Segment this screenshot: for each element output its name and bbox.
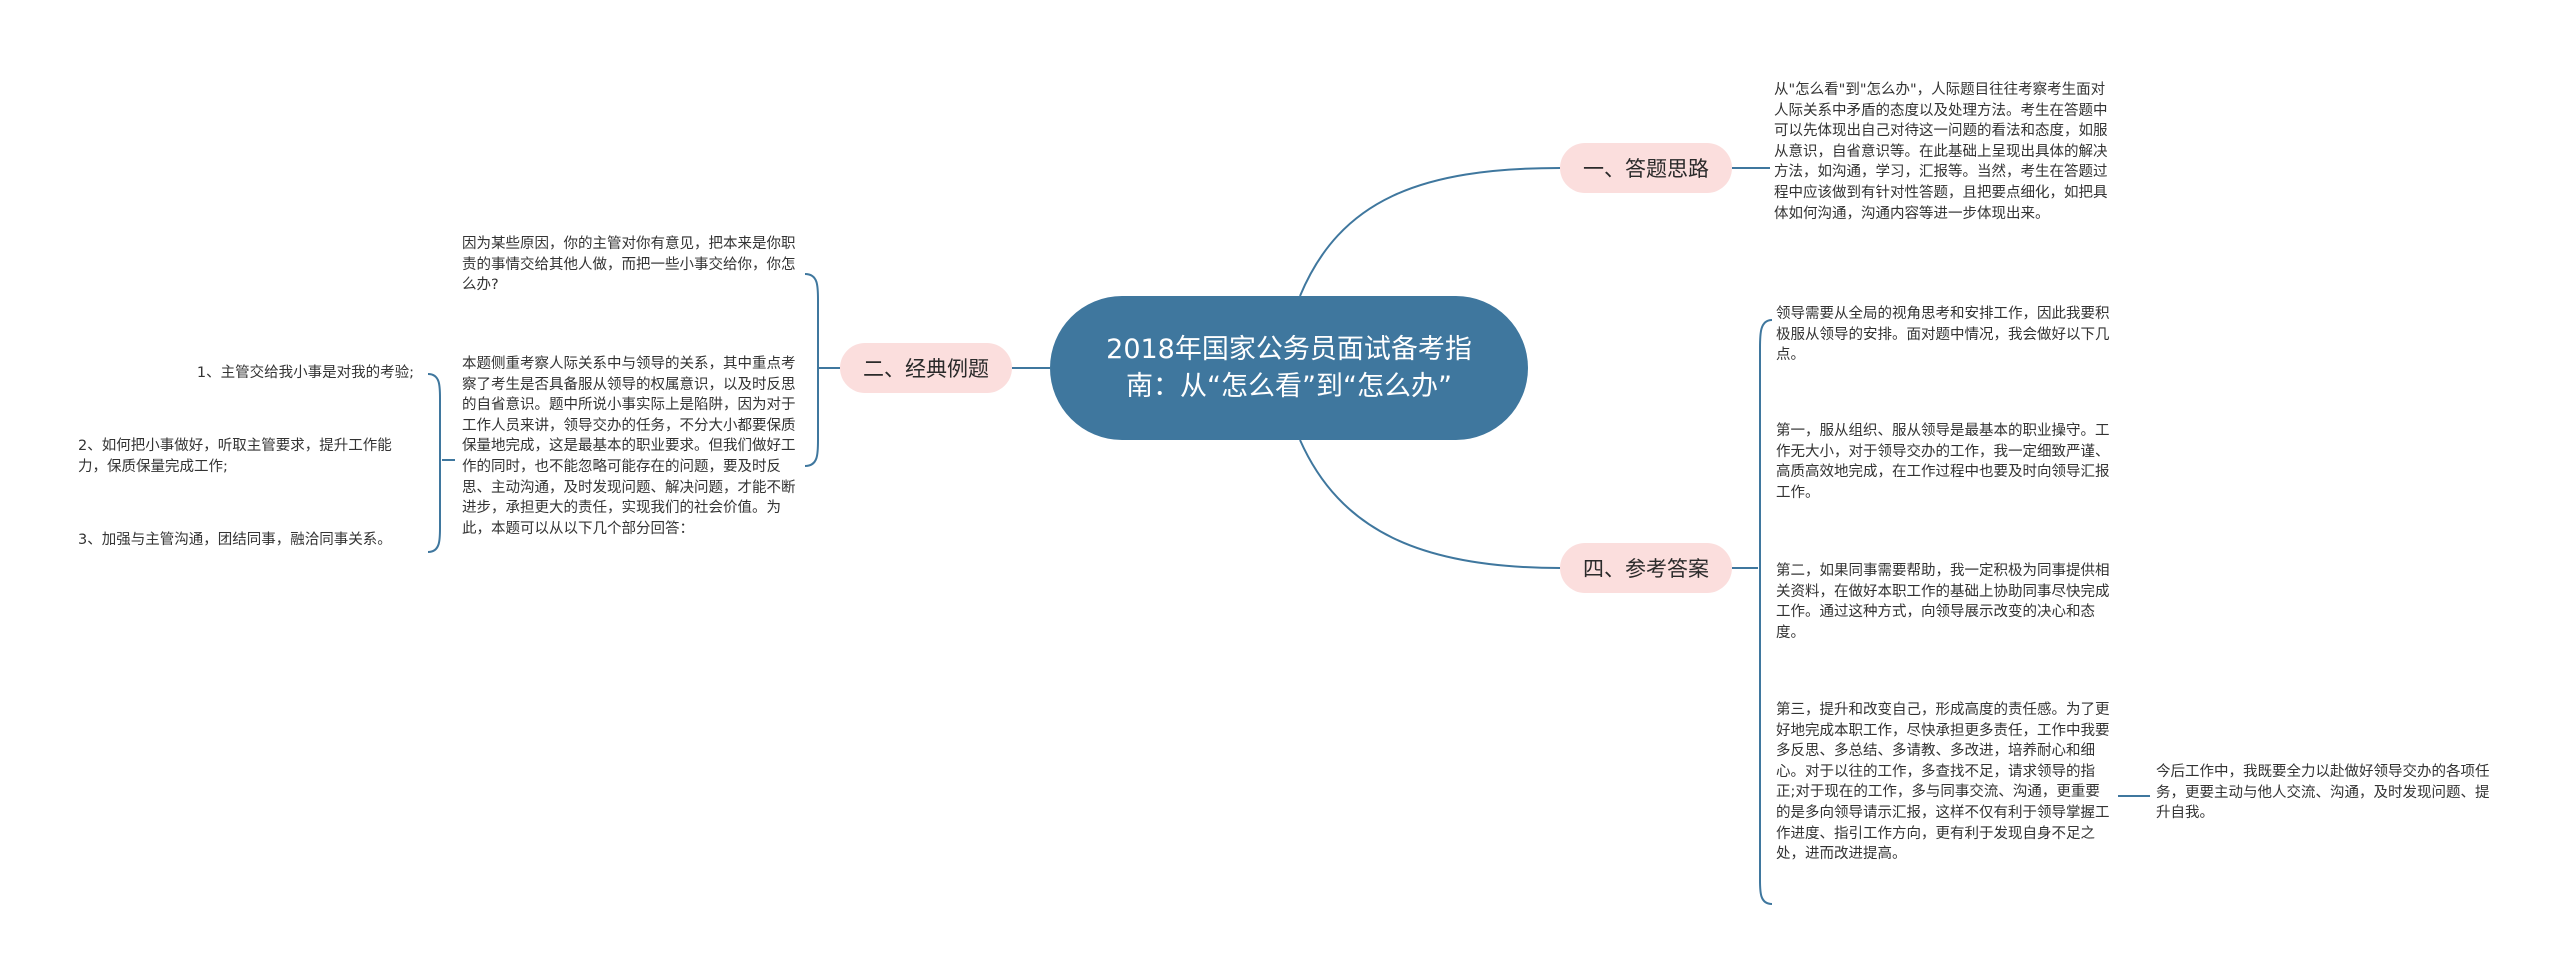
answer-approach-text: 从"怎么看"到"怎么办"，人际题目往往考察考生面对人际关系中矛盾的态度以及处理方… <box>1774 82 2108 222</box>
reference-answer-conclusion: 今后工作中，我既要全力以赴做好领导交办的各项任务，更要主动与他人交流、沟通，及时… <box>2156 764 2490 822</box>
bracket-points <box>427 373 441 553</box>
bracket-answer <box>1759 319 1773 905</box>
branch-answer-approach-label: 一、答题思路 <box>1583 157 1709 181</box>
example-point-1: 1、主管交给我小事是对我的考验; <box>196 365 414 381</box>
branch-answer-approach[interactable]: 一、答题思路 <box>1560 143 1732 193</box>
central-topic-title: 2018年国家公务员面试备考指南：从“怎么看”到“怎么办” <box>1106 334 1472 402</box>
reference-answer-intro: 领导需要从全局的视角思考和安排工作，因此我要积极服从领导的安排。面对题中情况，我… <box>1776 306 2110 364</box>
reference-answer-third: 第三，提升和改变自己，形成高度的责任感。为了更好地完成本职工作，尽快承担更多责任… <box>1776 702 2110 863</box>
example-analysis-text: 本题侧重考察人际关系中与领导的关系，其中重点考察了考生是否具备服从领导的权属意识… <box>462 356 796 537</box>
branch-reference-answer[interactable]: 四、参考答案 <box>1560 543 1732 593</box>
branch-reference-answer-label: 四、参考答案 <box>1583 557 1709 581</box>
link-root-answer <box>1299 439 1561 569</box>
example-question-text: 因为某些原因，你的主管对你有意见，把本来是你职责的事情交给其他人做，而把一些小事… <box>462 236 796 294</box>
central-topic[interactable]: 2018年国家公务员面试备考指南：从“怎么看”到“怎么办” <box>1050 296 1528 440</box>
branch-classic-example[interactable]: 二、经典例题 <box>840 343 1012 393</box>
link-root-thinking <box>1299 167 1561 297</box>
branch-classic-example-label: 二、经典例题 <box>863 357 989 381</box>
example-point-3: 3、加强与主管沟通，团结同事，融洽同事关系。 <box>78 532 392 548</box>
reference-answer-first: 第一，服从组织、服从领导是最基本的职业操守。工作无大小，对于领导交办的工作，我一… <box>1776 423 2110 501</box>
reference-answer-second: 第二，如果同事需要帮助，我一定积极为同事提供相关资料，在做好本职工作的基础上协助… <box>1776 563 2110 641</box>
bracket-example <box>804 273 819 467</box>
example-point-2: 2、如何把小事做好，听取主管要求，提升工作能力，保质保量完成工作; <box>78 438 392 475</box>
